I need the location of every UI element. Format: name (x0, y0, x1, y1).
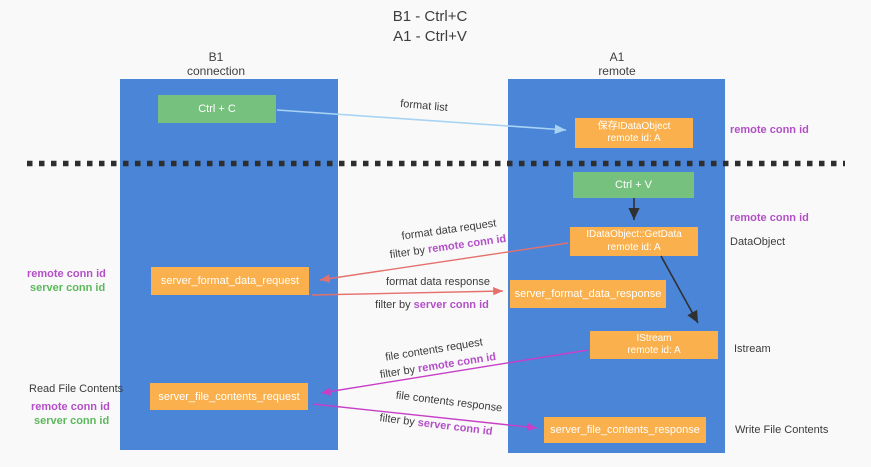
lane-header-b1: B1 connection (116, 50, 316, 78)
label-format-list: format list (399, 97, 449, 115)
node-ctrl-v: Ctrl + V (573, 172, 694, 198)
label-remote-conn-id-right-1: remote conn id (730, 124, 809, 136)
getdata-line1: IDataObject::GetData (586, 229, 682, 240)
title-line-2: A1 - Ctrl+V (393, 28, 467, 45)
server-file-contents-response-label: server_file_contents_response (550, 424, 700, 436)
node-server-file-contents-request: server_file_contents_request (150, 383, 308, 410)
node-server-file-contents-response: server_file_contents_response (544, 417, 706, 443)
node-save-idataobject: 保存IDataObject remote id: A (575, 118, 693, 148)
label-dataobject: DataObject (730, 236, 786, 248)
node-idataobject-getdata: IDataObject::GetData remote id: A (570, 227, 698, 256)
label-write-file-contents: Write File Contents (735, 424, 829, 436)
lane-b1-name: B1 (208, 50, 224, 64)
server-format-data-response-label: server_format_data_response (514, 288, 662, 300)
label-remote-conn-id-left-2: remote conn id (31, 401, 110, 413)
ctrl-c-label: Ctrl + C (198, 103, 236, 115)
getdata-line2: remote id: A (607, 241, 661, 253)
label-remote-conn-id-right-2: remote conn id (730, 212, 809, 224)
label-filter-by-server-2: filter by server conn id (379, 412, 493, 438)
filter-by-prefix: filter by (378, 412, 419, 429)
ctrl-v-label: Ctrl + V (615, 179, 652, 191)
lane-header-a1: A1 remote (517, 50, 717, 78)
lane-a1-name: A1 (609, 50, 625, 64)
label-istream-right: Istream (734, 343, 771, 355)
arrow-format-data-response (311, 287, 504, 296)
label-server-conn-id-left-1: server conn id (30, 282, 106, 294)
node-server-format-data-response: server_format_data_response (510, 280, 666, 308)
server-conn-id-text: server conn id (417, 416, 494, 438)
node-ctrl-c: Ctrl + C (158, 95, 276, 123)
lane-a1-role: remote (598, 64, 636, 78)
label-file-contents-response: file contents response (395, 389, 503, 415)
label-read-file-contents: Read File Contents (29, 383, 124, 395)
server-format-data-request-label: server_format_data_request (160, 275, 300, 287)
server-conn-id-text: server conn id (413, 299, 489, 311)
filter-by-prefix: filter by (379, 363, 420, 382)
label-server-conn-id-left-2: server conn id (34, 415, 110, 427)
diagram-title: B1 - Ctrl+C A1 - Ctrl+V (0, 7, 860, 47)
server-file-contents-request-label: server_file_contents_request (158, 390, 300, 403)
save-idataobject-line1: 保存IDataObject (597, 120, 671, 132)
istream-line2: remote id: A (627, 345, 681, 356)
filter-by-prefix: filter by (389, 243, 429, 262)
save-idataobject-line2: remote id: A (607, 133, 661, 144)
node-server-format-data-request: server_format_data_request (151, 267, 309, 295)
label-format-data-response: format data response (386, 276, 490, 288)
filter-by-prefix: filter by (375, 299, 414, 311)
label-remote-conn-id-left-1: remote conn id (27, 268, 106, 280)
istream-line1: IStream (636, 332, 672, 344)
node-istream: IStream remote id: A (590, 331, 718, 359)
lane-b1-role: connection (186, 64, 246, 78)
title-line-1: B1 - Ctrl+C (392, 8, 468, 25)
label-filter-by-server-1: filter by server conn id (375, 299, 489, 311)
